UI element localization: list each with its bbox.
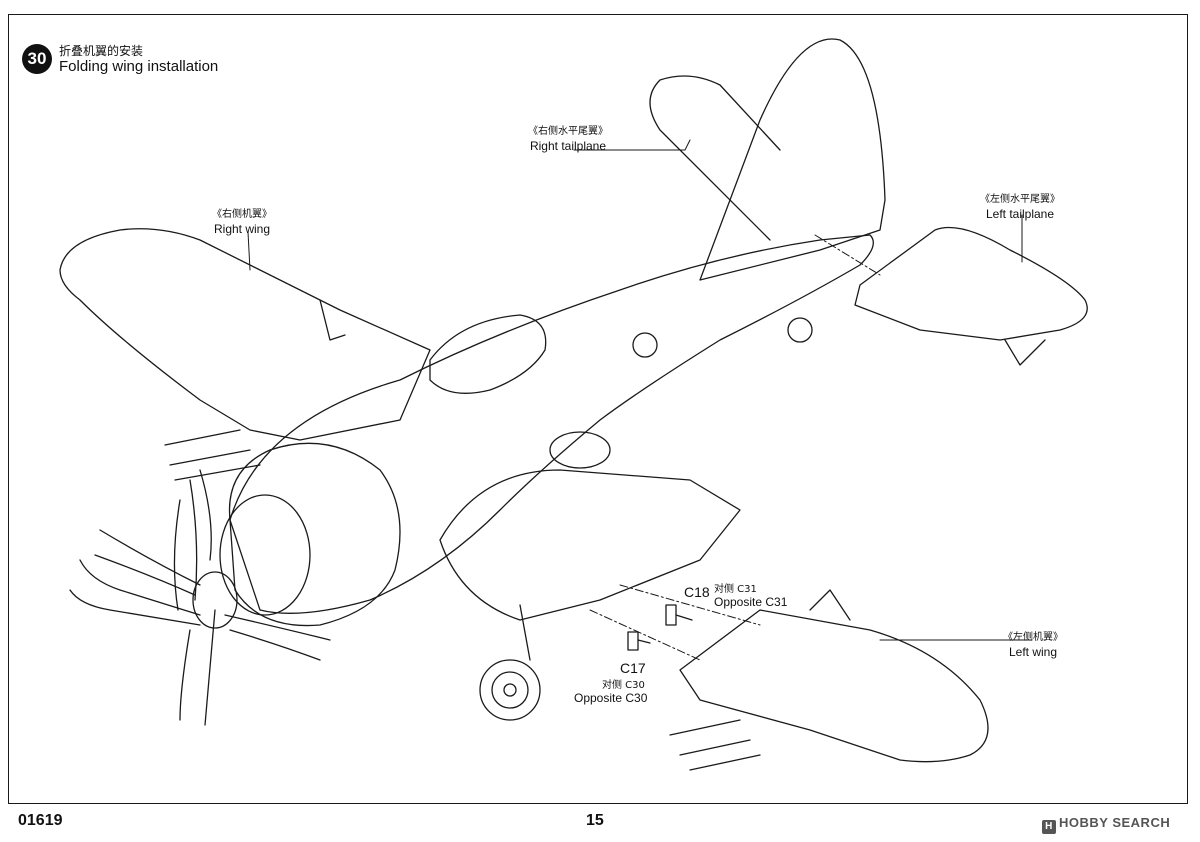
guide-line-tailplane [814, 234, 881, 276]
engine-cowling [228, 442, 401, 627]
right-tailplane-shape [649, 75, 781, 241]
label-right-wing-en: Right wing [213, 222, 271, 236]
part-c17-shape [627, 631, 651, 651]
fuselage [229, 234, 874, 614]
left-wing-shape [679, 609, 989, 763]
step-title-en: Folding wing installation [59, 58, 219, 75]
leader-right-tailplane [573, 139, 691, 151]
tail-wheel [787, 317, 813, 343]
part-c18-opposite-cn: 对侧 C31 [714, 584, 757, 595]
label-right-tailplane-cn: 《右侧水平尾翼》 [528, 126, 608, 137]
product-code: 01619 [18, 812, 63, 829]
guide-line-c18 [619, 584, 761, 626]
tail-fin [699, 38, 886, 281]
part-c18-opposite: 对侧 C31 Opposite C31 [714, 580, 787, 609]
label-left-wing-cn: 《左侧机翼》 [1003, 632, 1063, 643]
label-left-tailplane-cn: 《左侧水平尾翼》 [980, 194, 1060, 205]
label-right-wing-cn: 《右侧机翼》 [212, 209, 272, 220]
step-title-cn: 折叠机翼的安装 [59, 44, 144, 58]
part-c18-opposite-en: Opposite C31 [714, 595, 788, 609]
part-c17-opposite-en: Opposite C30 [574, 691, 648, 705]
label-left-tailplane-en: Left tailplane [985, 207, 1055, 221]
canopy [429, 314, 547, 394]
left-tailplane-shape [854, 226, 1088, 341]
hobby-search-logo-icon: H [1042, 820, 1056, 834]
part-c18-shape [665, 604, 693, 626]
label-left-wing: 《左侧机翼》 Left wing [1003, 628, 1063, 659]
watermark-text: HOBBY SEARCH [1059, 815, 1171, 830]
guide-line-c17 [589, 609, 701, 661]
label-right-wing: 《右侧机翼》 Right wing [212, 205, 272, 236]
propeller-blades [69, 469, 331, 726]
step-number-badge: 30 [22, 44, 52, 74]
part-c18-code: C18 [684, 584, 710, 600]
part-c17-code: C17 [620, 660, 646, 676]
label-left-tailplane: 《左侧水平尾翼》 Left tailplane [980, 190, 1060, 221]
right-wing-shape [59, 228, 431, 441]
left-wing-stub [439, 469, 741, 621]
part-c17-opposite-cn: 对侧 C30 [602, 680, 645, 691]
part-c17-callout: C17 对侧 C30 Opposite C30 [574, 660, 647, 705]
label-left-wing-en: Left wing [1008, 645, 1058, 659]
part-c18-callout: C18 [684, 584, 710, 600]
label-right-tailplane: 《右侧水平尾翼》 Right tailplane [528, 122, 608, 153]
page-frame [8, 14, 1188, 804]
main-landing-gear [479, 604, 541, 721]
rocket-projectiles [164, 429, 761, 771]
page-number: 15 [586, 812, 604, 829]
leader-right-wing [247, 231, 251, 271]
label-right-tailplane-en: Right tailplane [529, 139, 607, 153]
